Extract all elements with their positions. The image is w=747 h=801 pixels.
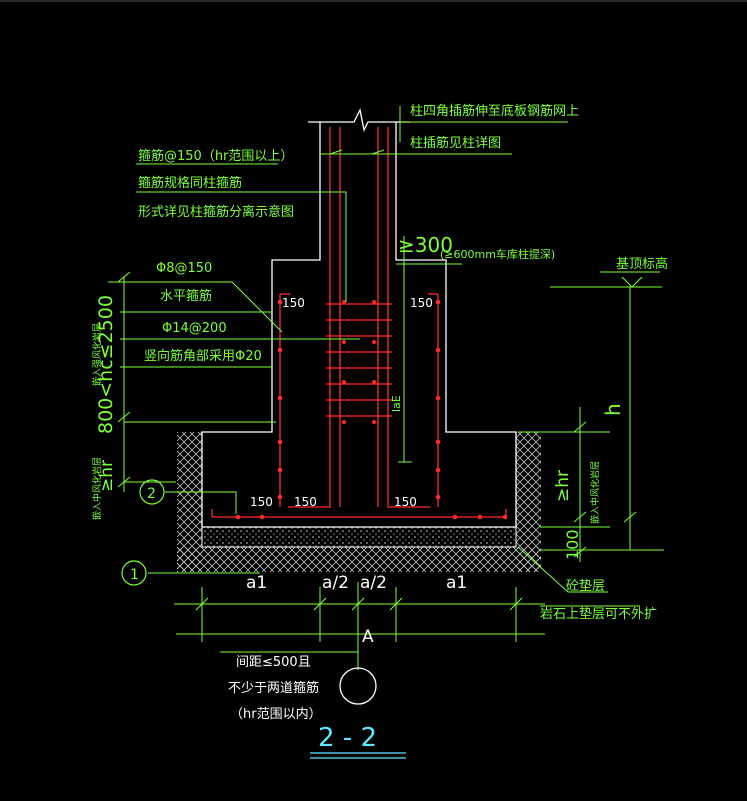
hr-range-note: （hr范围以内） bbox=[230, 706, 322, 722]
horizontal-bar-label: 水平箍筋 bbox=[160, 288, 212, 304]
note-stirrup-form: 形式详见柱箍筋分离示意图 bbox=[138, 204, 294, 220]
range-left-label: 800<hc≤2500 bbox=[95, 295, 117, 434]
note-column-bars-to-mesh: 柱四角插筋伸至底板钢筋网上 bbox=[410, 103, 579, 119]
dim-150-top-left: 150 bbox=[282, 296, 305, 310]
note-column-bars-see-detail: 柱插筋见柱详图 bbox=[410, 135, 501, 151]
top-elevation-label: 基顶标高 bbox=[616, 256, 668, 272]
dim-150-bottom-1: 150 bbox=[250, 495, 273, 509]
a2-left-label: a/2 bbox=[322, 573, 349, 593]
rock-hatch bbox=[177, 432, 541, 572]
vertical-bar-spec: Φ14@200 bbox=[162, 321, 227, 336]
view-a-circle bbox=[339, 667, 377, 705]
callout-circle-2 bbox=[139, 479, 165, 505]
note-stirrup-spec: 箍筋规格同柱箍筋 bbox=[138, 175, 242, 191]
d100-label: 100 bbox=[563, 529, 582, 560]
dimension-lines bbox=[108, 106, 664, 670]
concrete-cushion bbox=[201, 526, 517, 548]
spacing-note: 间距≤500且 bbox=[236, 655, 311, 670]
callout-1-label: 1 bbox=[130, 567, 139, 583]
min-two-note: 不少于两道箍筋 bbox=[228, 680, 319, 696]
embed-right-label: 嵌入中风化岩层 bbox=[589, 461, 601, 524]
section-title-underline bbox=[310, 752, 406, 759]
callout-2-label: 2 bbox=[147, 486, 156, 502]
foundation-outline bbox=[201, 108, 517, 528]
note-stirrup-spacing: 箍筋@150（hr范围以上） bbox=[138, 148, 293, 164]
hr-right-label: ≥hr bbox=[553, 470, 573, 502]
lae-label: laE bbox=[390, 395, 403, 412]
h-label: h bbox=[601, 403, 625, 416]
hr-left-label: ≥hr bbox=[97, 460, 117, 492]
note-min-300: ≥300 bbox=[398, 233, 453, 257]
callout-circle-1 bbox=[121, 560, 147, 586]
cushion-label: 砼垫层 bbox=[566, 578, 605, 594]
rebar-dots bbox=[235, 299, 508, 520]
horizontal-bar-spec: Φ8@150 bbox=[156, 261, 212, 276]
a1-right-label: a1 bbox=[446, 573, 467, 593]
rebar bbox=[211, 127, 507, 518]
view-a-label: A bbox=[362, 627, 374, 647]
dim-150-bottom-2: 150 bbox=[294, 495, 317, 509]
vertical-bar-note: 竖向筋角部采用Φ20 bbox=[144, 348, 262, 364]
note-car-column: (≥600mm车库柱提深) bbox=[440, 247, 555, 261]
cushion-rock-label: 岩石上垫层可不外扩 bbox=[540, 606, 657, 622]
embed-left-label: 嵌入中风化岩层 bbox=[91, 457, 103, 520]
dim-150-top-right: 150 bbox=[410, 296, 433, 310]
embed-left-top-label: 嵌入强风化岩层 bbox=[91, 323, 103, 386]
a2-right-label: a/2 bbox=[360, 573, 387, 593]
section-title: 2 - 2 bbox=[318, 723, 377, 753]
dim-150-bottom-3: 150 bbox=[394, 495, 417, 509]
a1-left-label: a1 bbox=[246, 573, 267, 593]
